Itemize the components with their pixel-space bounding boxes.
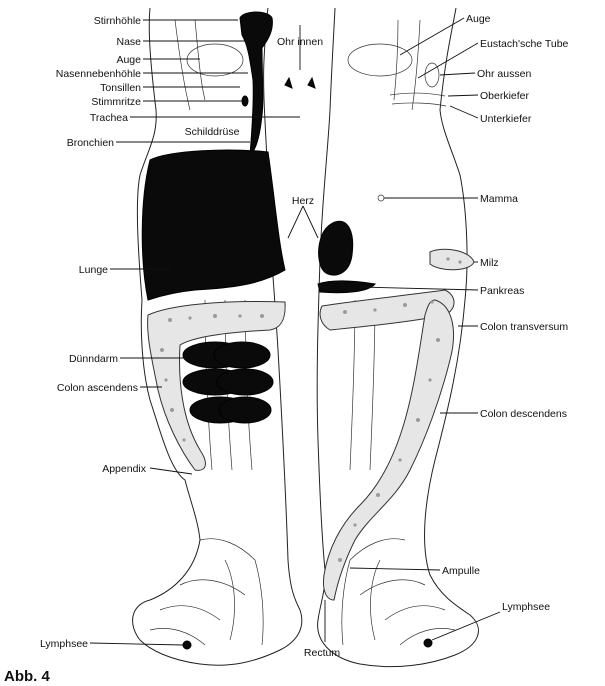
labels-right: Auge Eustach'sche Tube Ohr aussen Oberki… — [442, 13, 569, 613]
label-nase: Nase — [116, 36, 141, 48]
label-tonsillen: Tonsillen — [100, 82, 141, 94]
label-mamma: Mamma — [480, 193, 518, 205]
label-pankreas: Pankreas — [480, 285, 524, 297]
label-lymphsee-left: Lymphsee — [40, 638, 88, 650]
stirnhoehle-zone — [240, 12, 272, 155]
label-bronchien: Bronchien — [67, 137, 114, 149]
figure-caption: Abb. 4 — [4, 668, 50, 685]
lymphsee-right-zone — [424, 639, 432, 647]
auge-right-zone — [348, 44, 412, 76]
auge-left-zone — [187, 44, 243, 76]
label-appendix: Appendix — [102, 463, 147, 475]
unterkiefer-zone — [392, 103, 446, 106]
label-herz: Herz — [292, 195, 314, 207]
label-stimmritze: Stimmritze — [91, 96, 141, 108]
label-milz: Milz — [480, 257, 499, 269]
labels-left: Stirnhöhle Nase Auge Nasennebenhöhle Ton… — [40, 15, 147, 650]
label-rectum: Rectum — [304, 647, 340, 659]
label-auge-right: Auge — [466, 13, 491, 25]
label-trachea: Trachea — [90, 112, 128, 124]
label-nasennebenhoehle: Nasennebenhöhle — [56, 68, 141, 80]
label-oberkiefer: Oberkiefer — [480, 90, 530, 102]
herz-zone — [319, 221, 353, 275]
oberkiefer-zone — [390, 93, 445, 96]
label-ohr-aussen: Ohr aussen — [477, 68, 531, 80]
label-colon-ascendens: Colon ascendens — [57, 382, 138, 394]
lunge-zone — [142, 150, 285, 300]
label-unterkiefer: Unterkiefer — [480, 113, 532, 125]
label-eustach-tube: Eustach'sche Tube — [480, 38, 569, 50]
label-schilddruese: Schilddrüse — [185, 126, 240, 138]
lymphsee-left-zone — [183, 641, 191, 649]
label-ampulle: Ampulle — [442, 565, 480, 577]
label-colon-descendens: Colon descendens — [480, 408, 567, 420]
ohr-innen-left-zone — [285, 78, 292, 88]
label-auge-left: Auge — [116, 54, 141, 66]
label-colon-transversum: Colon transversum — [480, 321, 568, 333]
label-stirnhoehle: Stirnhöhle — [94, 15, 141, 27]
stimmritze-zone — [242, 96, 248, 106]
mamma-zone — [378, 195, 384, 201]
colon-descendens — [323, 300, 453, 600]
label-duenndarm: Dünndarm — [69, 353, 118, 365]
label-lunge: Lunge — [79, 264, 108, 276]
label-ohr-innen: Ohr innen — [277, 36, 323, 48]
label-lymphsee-right: Lymphsee — [502, 601, 550, 613]
ohr-innen-right-zone — [308, 78, 315, 88]
duenndarm-zone — [183, 342, 273, 423]
